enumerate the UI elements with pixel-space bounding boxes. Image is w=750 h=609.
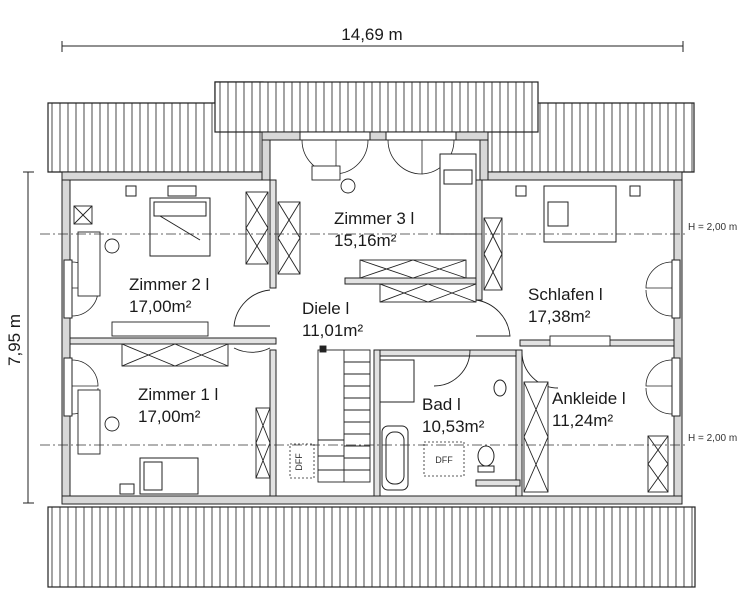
room-zimmer2-name: Zimmer 2 l: [129, 275, 209, 294]
height-mark-lower: H = 2,00 m: [688, 433, 737, 444]
room-schlafen-name: Schlafen l: [528, 285, 603, 304]
depth-label: 7,95 m: [5, 314, 24, 366]
room-zimmer1-area: 17,00m²: [138, 407, 201, 426]
room-diele-name: Diele l: [302, 299, 349, 318]
windows: [63, 131, 681, 417]
width-dimension: 14,69 m: [61, 25, 684, 52]
room-bad-name: Bad l: [422, 395, 461, 414]
room-zimmer1-name: Zimmer 1 l: [138, 385, 218, 404]
beds: [119, 153, 641, 495]
room-ankleide-name: Ankleide l: [552, 389, 626, 408]
skylights: DFF DFF: [289, 441, 465, 479]
dff-label-left: DFF: [294, 453, 304, 471]
staircase: [317, 345, 371, 483]
depth-dimension: 7,95 m: [5, 171, 34, 504]
height-mark-upper: H = 2,00 m: [688, 222, 737, 233]
room-bad-area: 10,53m²: [422, 417, 485, 436]
room-ankleide-area: 11,24m²: [552, 411, 613, 430]
room-zimmer3-area: 15,16m²: [334, 231, 397, 250]
door-swings: [233, 289, 559, 389]
room-labels: Zimmer 3 l 15,16m² Zimmer 2 l 17,00m² Di…: [129, 209, 626, 436]
roof-top-middle: [214, 81, 539, 133]
dff-label-right: DFF: [435, 455, 453, 465]
room-zimmer3-name: Zimmer 3 l: [334, 209, 414, 228]
outer-walls: [61, 131, 683, 505]
roof-bottom: [47, 506, 696, 588]
room-schlafen-area: 17,38m²: [528, 307, 591, 326]
desks: [77, 165, 611, 455]
room-diele-area: 11,01m²: [302, 321, 363, 340]
room-zimmer2-area: 17,00m²: [129, 297, 192, 316]
width-label: 14,69 m: [341, 25, 402, 44]
